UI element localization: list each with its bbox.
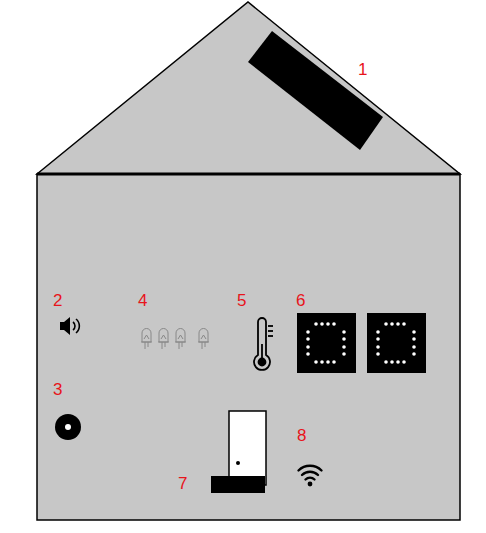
callout-number: 3	[53, 380, 62, 400]
callout-number: 6	[296, 291, 305, 311]
callout-number: 2	[53, 291, 62, 311]
thermometer-symbol	[254, 318, 273, 370]
callout-number: 5	[237, 291, 246, 311]
wifi-symbol	[299, 466, 322, 487]
led-symbols	[141, 329, 209, 350]
dot-matrix-display	[297, 313, 426, 373]
house-wall	[37, 174, 460, 520]
callout-number: 4	[138, 291, 147, 311]
buzzer-symbol	[55, 414, 81, 440]
roof-line	[37, 173, 460, 176]
callout-number: 8	[297, 426, 306, 446]
callout-number: 1	[358, 60, 367, 80]
solar-panel	[248, 31, 383, 150]
door-symbol	[211, 411, 266, 493]
speaker-symbol	[60, 317, 79, 335]
callout-number: 7	[178, 474, 187, 494]
roof	[37, 2, 460, 174]
